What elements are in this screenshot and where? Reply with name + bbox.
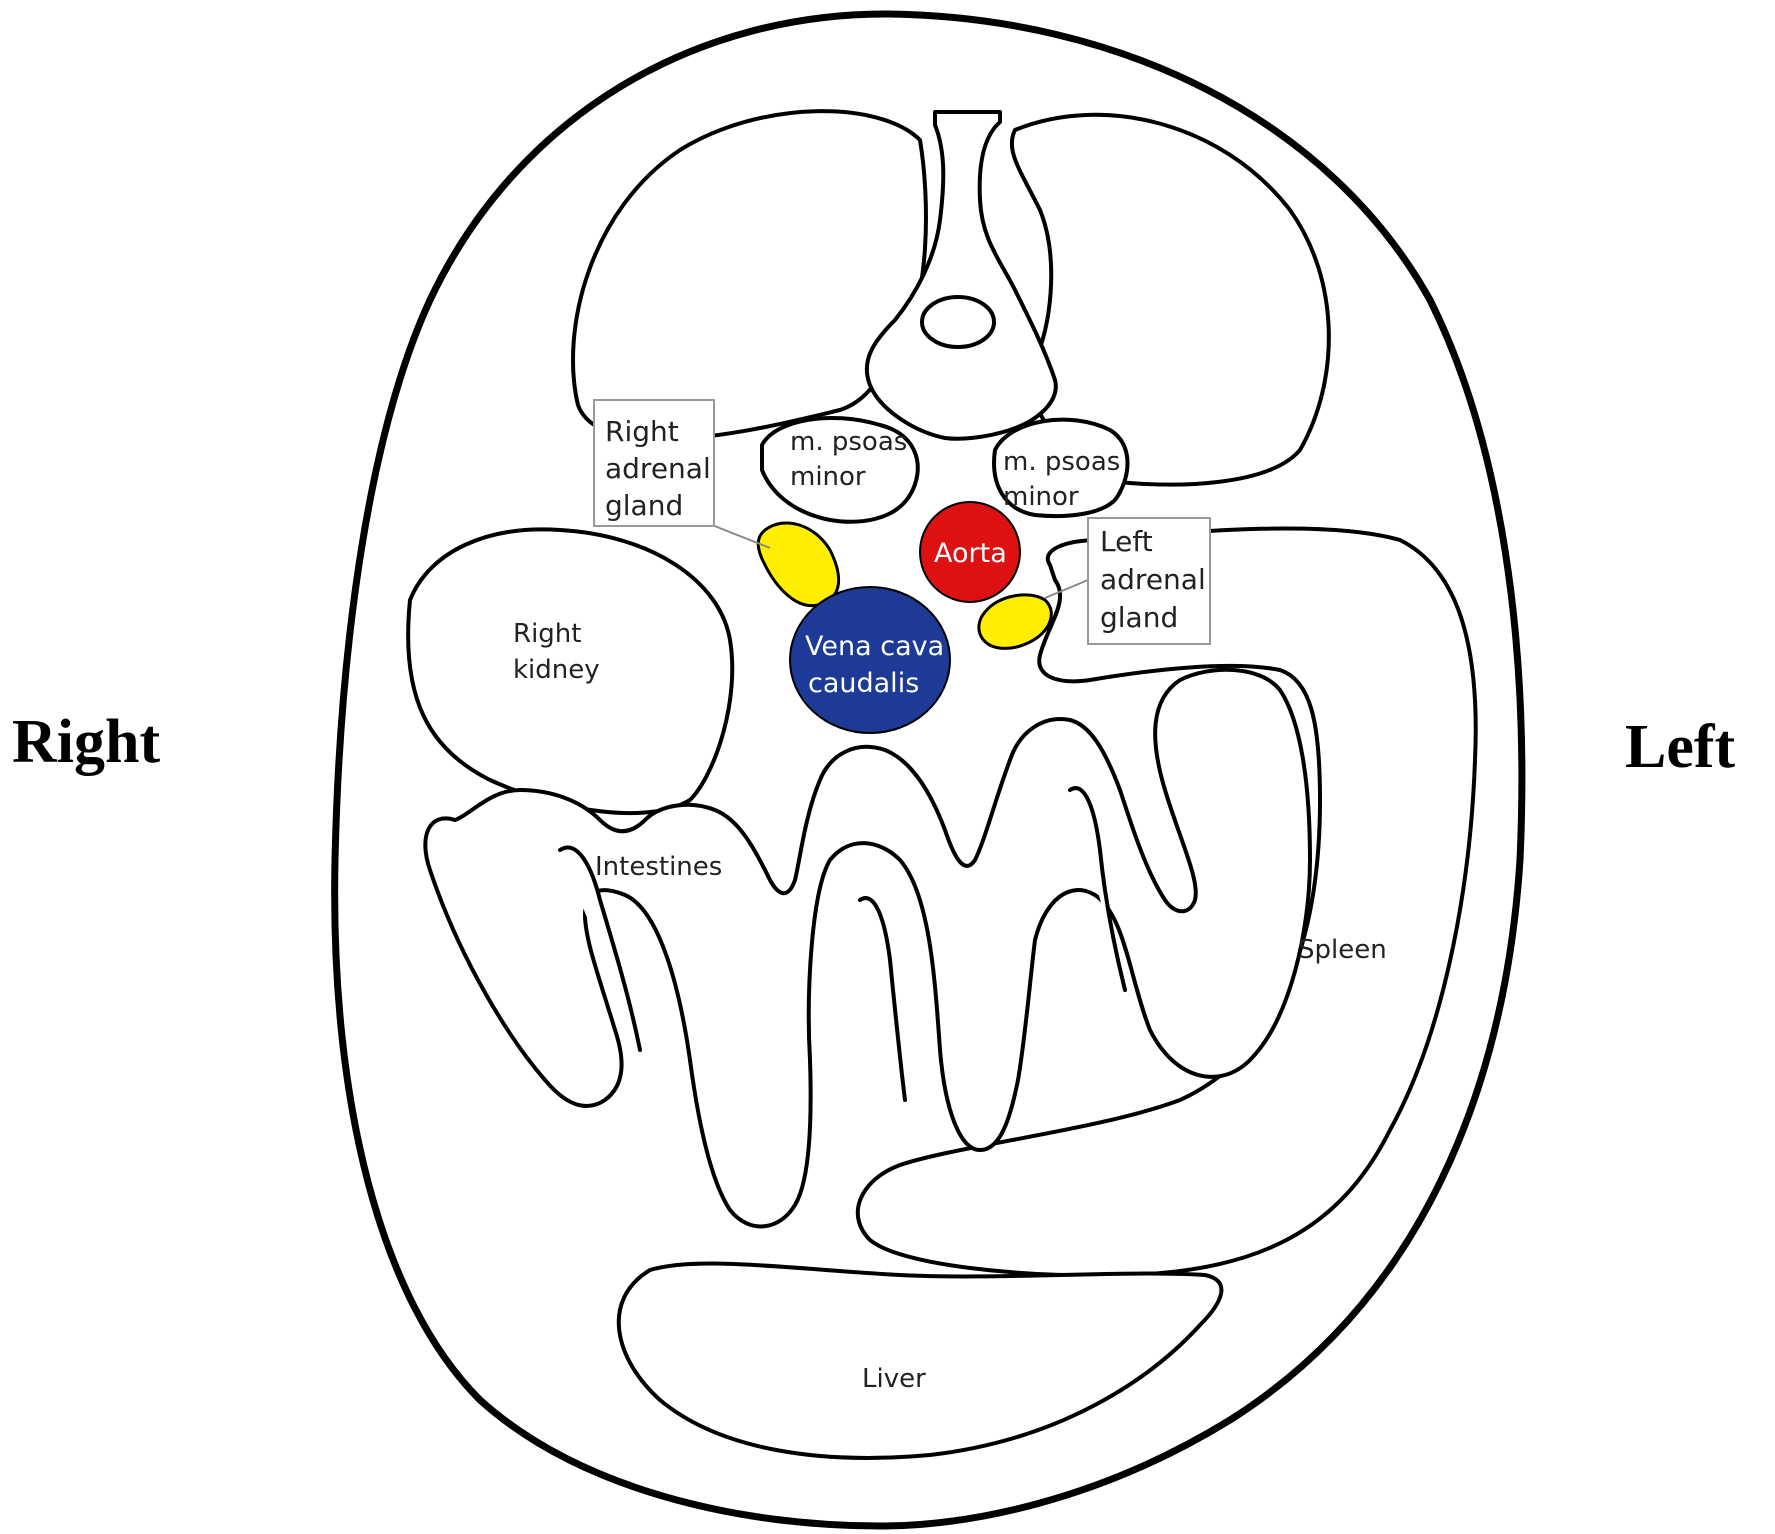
liver-label: Liver — [862, 1364, 926, 1394]
spinal-canal — [922, 297, 994, 347]
aorta-label: Aorta — [934, 538, 1007, 569]
intestines-label: Intestines — [595, 852, 722, 882]
orientation-left-label: Left — [1625, 713, 1736, 781]
spleen-label: Spleen — [1298, 935, 1387, 965]
orientation-right-label: Right — [12, 708, 160, 776]
